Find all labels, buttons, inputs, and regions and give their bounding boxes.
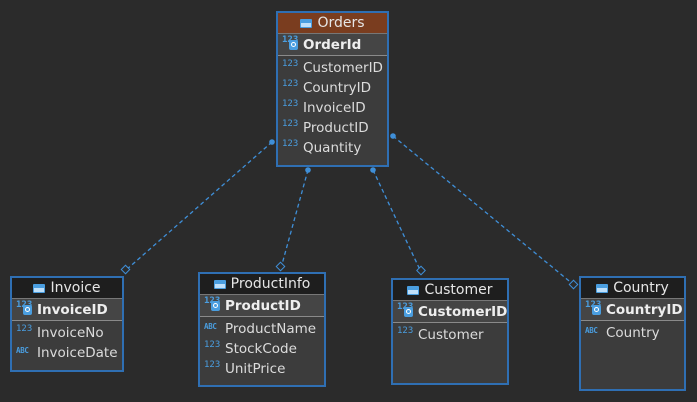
numeric-type-icon: 123 [397, 301, 416, 317]
primary-key-row[interactable]: 123 OrderId [278, 34, 387, 56]
numeric-type-icon: 123 [282, 119, 299, 129]
column-name: ProductID [303, 120, 369, 136]
entity-header[interactable]: Invoice [12, 278, 122, 299]
column-row[interactable]: 123 InvoiceNo [12, 323, 122, 343]
column-name: ProductName [225, 321, 317, 337]
link-orders-country[interactable] [390, 133, 579, 290]
column-row[interactable]: 123 CountryID [278, 78, 387, 98]
numeric-type-icon: 123 [282, 34, 301, 50]
table-icon [213, 279, 226, 289]
primary-key-row[interactable]: 123 ProductID [200, 295, 324, 317]
table-icon [300, 18, 313, 28]
link-end-diamond [568, 279, 579, 290]
column-row[interactable]: 123 UnitPrice [200, 359, 324, 379]
link-orders-invoice[interactable] [120, 139, 275, 275]
primary-key-row[interactable]: 123 CustomerID [393, 301, 507, 323]
key-icon [592, 305, 601, 315]
entity-header[interactable]: ProductInfo [200, 274, 324, 295]
column-name: Quantity [303, 140, 362, 156]
column-row[interactable]: ABC ProductName [200, 319, 324, 339]
numeric-type-icon: 123 [204, 340, 221, 350]
key-icon [404, 307, 413, 317]
column-row[interactable]: 123 StockCode [200, 339, 324, 359]
column-row[interactable]: 123 Quantity [278, 138, 387, 158]
column-row[interactable]: ABC Country [581, 323, 684, 343]
column-row[interactable]: 123 InvoiceID [278, 98, 387, 118]
column-name: StockCode [225, 341, 297, 357]
column-name: InvoiceID [303, 100, 366, 116]
column-row[interactable]: ABC InvoiceDate [12, 343, 122, 363]
link-end-diamond [416, 265, 426, 276]
column-name: CountryID [303, 80, 372, 96]
column-name: OrderId [303, 36, 362, 53]
link-end-diamond [120, 264, 131, 275]
link-end-dot [305, 167, 311, 173]
column-name: UnitPrice [225, 361, 286, 377]
numeric-type-icon: 123 [397, 326, 414, 336]
entity-customer[interactable]: Customer 123 CustomerID 123 Customer [391, 278, 509, 385]
column-row[interactable]: 123 ProductID [278, 118, 387, 138]
entity-title: Invoice [50, 280, 101, 296]
column-name: CustomerID [303, 60, 383, 76]
entity-header[interactable]: Customer [393, 280, 507, 301]
numeric-type-icon: 123 [204, 295, 223, 311]
column-name: CustomerID [418, 303, 508, 320]
entity-title: Country [613, 280, 669, 296]
numeric-type-icon: 123 [282, 79, 299, 89]
column-row[interactable]: 123 CustomerID [278, 58, 387, 78]
numeric-type-icon: 123 [16, 299, 35, 315]
column-name: Country [606, 325, 660, 341]
numeric-type-icon: 123 [282, 99, 299, 109]
entity-header[interactable]: Country [581, 278, 684, 299]
column-name: CountryID [606, 301, 683, 318]
link-orders-customer[interactable] [370, 167, 426, 276]
table-icon [407, 285, 420, 295]
text-type-icon: ABC [16, 346, 29, 355]
primary-key-row[interactable]: 123 CountryID [581, 299, 684, 321]
entity-invoice[interactable]: Invoice 123 InvoiceID 123 InvoiceNo ABC … [10, 276, 124, 372]
numeric-type-icon: 123 [282, 139, 299, 149]
link-end-diamond [275, 261, 286, 272]
column-name: InvoiceNo [37, 325, 104, 341]
key-icon [23, 305, 32, 315]
entity-orders[interactable]: Orders 123 OrderId 123 CustomerID 123 Co… [276, 11, 389, 167]
key-icon [289, 40, 298, 50]
entity-title: Orders [317, 15, 365, 31]
numeric-type-icon: 123 [16, 324, 33, 334]
numeric-type-icon: 123 [204, 360, 221, 370]
entity-country[interactable]: Country 123 CountryID ABC Country [579, 276, 686, 391]
entity-title: ProductInfo [230, 276, 311, 292]
column-name: ProductID [225, 297, 301, 314]
text-type-icon: ABC [585, 326, 598, 335]
link-orders-productinfo[interactable] [275, 167, 311, 272]
link-end-dot [269, 139, 275, 145]
table-icon [33, 283, 46, 293]
entity-header[interactable]: Orders [278, 13, 387, 34]
numeric-type-icon: 123 [282, 59, 299, 69]
key-icon [211, 301, 220, 311]
entity-productinfo[interactable]: ProductInfo 123 ProductID ABC ProductNam… [198, 272, 326, 387]
entity-title: Customer [424, 282, 493, 298]
numeric-type-icon: 123 [585, 299, 604, 315]
column-name: InvoiceDate [37, 345, 118, 361]
primary-key-row[interactable]: 123 InvoiceID [12, 299, 122, 321]
link-end-dot [370, 167, 376, 173]
link-end-dot [390, 133, 396, 139]
column-name: Customer [418, 327, 484, 343]
text-type-icon: ABC [204, 322, 217, 331]
table-icon [596, 283, 609, 293]
column-name: InvoiceID [37, 301, 108, 318]
column-row[interactable]: 123 Customer [393, 325, 507, 345]
